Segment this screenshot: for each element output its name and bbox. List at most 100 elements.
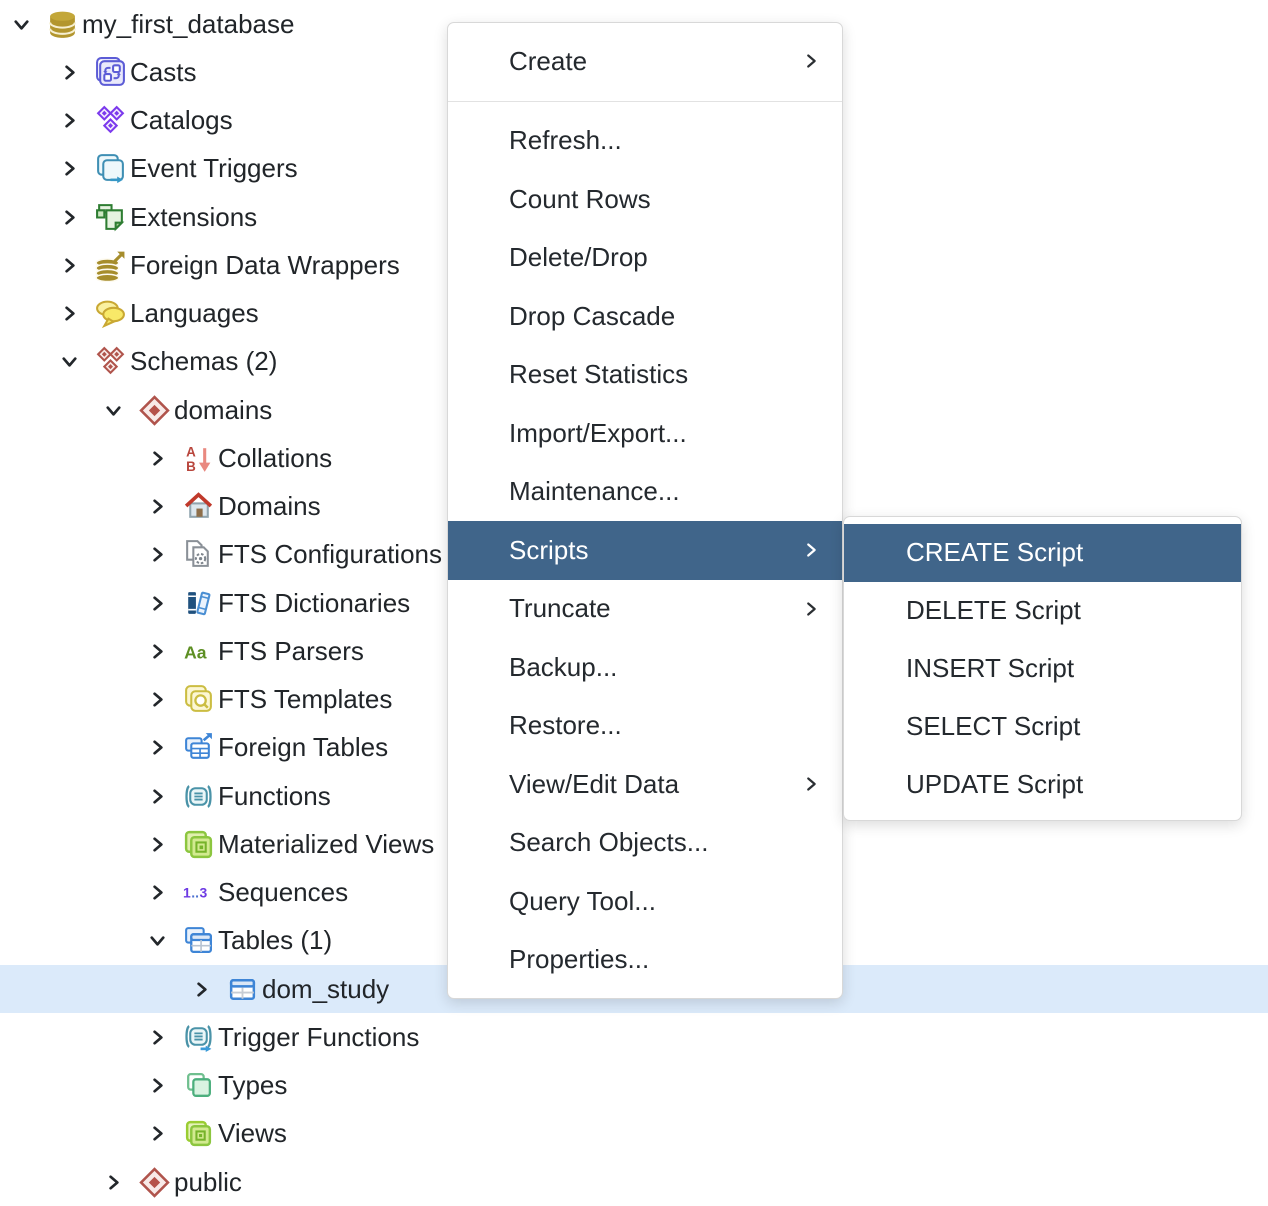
- menu-item-delete-drop[interactable]: Delete/Drop: [448, 229, 842, 288]
- tree-item-trigger-functions[interactable]: Trigger Functions: [0, 1013, 1268, 1061]
- tree-item-foreign-tables[interactable]: Foreign Tables: [0, 724, 1268, 772]
- tree-item-label: Materialized Views: [218, 828, 435, 859]
- chevron-right-icon[interactable]: [146, 627, 182, 675]
- tree-item-catalogs[interactable]: Catalogs: [0, 97, 1268, 145]
- menu-item-view-edit-data[interactable]: View/Edit Data: [448, 755, 842, 814]
- tree-item-label: dom_study: [262, 973, 390, 1004]
- chevron-right-icon[interactable]: [146, 579, 182, 627]
- chevron-down-icon[interactable]: [102, 386, 138, 434]
- chevron-right-icon[interactable]: [190, 965, 226, 1013]
- menu-item-query-tool[interactable]: Query Tool...: [448, 872, 842, 931]
- fts-parsers-icon: Aa: [182, 635, 218, 668]
- event-triggers-icon: [94, 152, 130, 185]
- tree-item-extensions[interactable]: Extensions: [0, 193, 1268, 241]
- tree-item-fts-templates[interactable]: FTS Templates: [0, 676, 1268, 724]
- tree-item-label: my_first_database: [82, 8, 295, 39]
- menu-item-scripts[interactable]: Scripts: [448, 521, 842, 580]
- tree-item-my-first-database[interactable]: my_first_database: [0, 0, 1268, 48]
- tree-item-foreign-data-wrappers[interactable]: Foreign Data Wrappers: [0, 241, 1268, 289]
- chevron-right-icon[interactable]: [146, 772, 182, 820]
- tree-item-domains[interactable]: domains: [0, 386, 1268, 434]
- chevron-right-icon[interactable]: [58, 290, 94, 338]
- chevron-down-icon[interactable]: [10, 0, 46, 48]
- tree-item-materialized-views[interactable]: Materialized Views: [0, 820, 1268, 868]
- tree-item-functions[interactable]: Functions: [0, 772, 1268, 820]
- tree-item-domains[interactable]: Domains: [0, 483, 1268, 531]
- schema-icon: [138, 1166, 174, 1199]
- chevron-right-icon[interactable]: [58, 97, 94, 145]
- trigger-functions-icon: [182, 1021, 218, 1054]
- menu-item-reset-statistics[interactable]: Reset Statistics: [448, 346, 842, 405]
- schema-icon: [138, 394, 174, 427]
- menu-item-import-export[interactable]: Import/Export...: [448, 404, 842, 463]
- chevron-right-icon[interactable]: [58, 48, 94, 96]
- chevron-right-icon[interactable]: [146, 483, 182, 531]
- tree-item-event-triggers[interactable]: Event Triggers: [0, 145, 1268, 193]
- tables-icon: [182, 924, 218, 957]
- types-icon: [182, 1069, 218, 1102]
- submenu-item-label: UPDATE Script: [906, 768, 1084, 799]
- svg-text:B: B: [186, 459, 196, 474]
- domains-icon: [182, 490, 218, 523]
- chevron-right-icon[interactable]: [146, 869, 182, 917]
- menu-item-label: Backup...: [509, 651, 618, 682]
- chevron-right-icon[interactable]: [146, 531, 182, 579]
- menu-item-search-objects[interactable]: Search Objects...: [448, 814, 842, 873]
- svg-text:Aa: Aa: [184, 643, 207, 663]
- tree-item-label: Casts: [130, 56, 197, 87]
- submenu-item-label: DELETE Script: [906, 595, 1081, 626]
- menu-item-restore[interactable]: Restore...: [448, 697, 842, 756]
- menu-item-count-rows[interactable]: Count Rows: [448, 170, 842, 229]
- chevron-down-icon[interactable]: [58, 338, 94, 386]
- menu-item-drop-cascade[interactable]: Drop Cascade: [448, 287, 842, 346]
- submenu-item-delete-script[interactable]: DELETE Script: [844, 582, 1241, 640]
- menu-item-label: Search Objects...: [509, 827, 709, 858]
- tree-item-tables-1[interactable]: Tables (1): [0, 917, 1268, 965]
- chevron-down-icon[interactable]: [146, 917, 182, 965]
- tree-item-types[interactable]: Types: [0, 1062, 1268, 1110]
- tree-item-fts-configurations[interactable]: FTS Configurations: [0, 531, 1268, 579]
- menu-item-label: Count Rows: [509, 183, 651, 214]
- chevron-right-icon[interactable]: [102, 1158, 138, 1206]
- menu-item-properties[interactable]: Properties...: [448, 931, 842, 990]
- tree-item-label: Collations: [218, 442, 333, 473]
- menu-item-maintenance[interactable]: Maintenance...: [448, 463, 842, 522]
- submenu-item-label: SELECT Script: [906, 710, 1081, 741]
- chevron-right-icon[interactable]: [58, 145, 94, 193]
- menu-item-refresh[interactable]: Refresh...: [448, 112, 842, 171]
- chevron-right-icon[interactable]: [146, 724, 182, 772]
- submenu-item-select-script[interactable]: SELECT Script: [844, 697, 1241, 755]
- tree-item-casts[interactable]: Casts: [0, 48, 1268, 96]
- tree-item-label: Domains: [218, 491, 321, 522]
- fts-dictionaries-icon: [182, 587, 218, 620]
- tree-item-label: domains: [174, 394, 273, 425]
- submenu-item-create-script[interactable]: CREATE Script: [844, 524, 1241, 582]
- tree-item-schemas-2[interactable]: Schemas (2): [0, 338, 1268, 386]
- submenu-item-insert-script[interactable]: INSERT Script: [844, 640, 1241, 698]
- chevron-right-icon[interactable]: [146, 820, 182, 868]
- catalogs-icon: [94, 104, 130, 137]
- menu-item-create[interactable]: Create: [448, 32, 842, 91]
- submenu-item-update-script[interactable]: UPDATE Script: [844, 755, 1241, 813]
- tree-item-views[interactable]: Views: [0, 1110, 1268, 1158]
- chevron-right-icon[interactable]: [146, 1110, 182, 1158]
- menu-item-backup[interactable]: Backup...: [448, 638, 842, 697]
- casts-icon: [94, 56, 130, 89]
- tree-item-label: Event Triggers: [130, 153, 298, 184]
- chevron-right-icon[interactable]: [146, 434, 182, 482]
- tree-item-public[interactable]: public: [0, 1158, 1268, 1206]
- chevron-right-icon[interactable]: [146, 1013, 182, 1061]
- tree-item-label: Schemas (2): [130, 346, 278, 377]
- tree-item-languages[interactable]: Languages: [0, 290, 1268, 338]
- menu-item-label: Truncate: [509, 593, 611, 624]
- chevron-right-icon[interactable]: [58, 241, 94, 289]
- menu-item-truncate[interactable]: Truncate: [448, 580, 842, 639]
- chevron-right-icon[interactable]: [58, 193, 94, 241]
- chevron-right-icon[interactable]: [146, 676, 182, 724]
- chevron-right-icon[interactable]: [146, 1062, 182, 1110]
- tree-item-fts-dictionaries[interactable]: FTS Dictionaries: [0, 579, 1268, 627]
